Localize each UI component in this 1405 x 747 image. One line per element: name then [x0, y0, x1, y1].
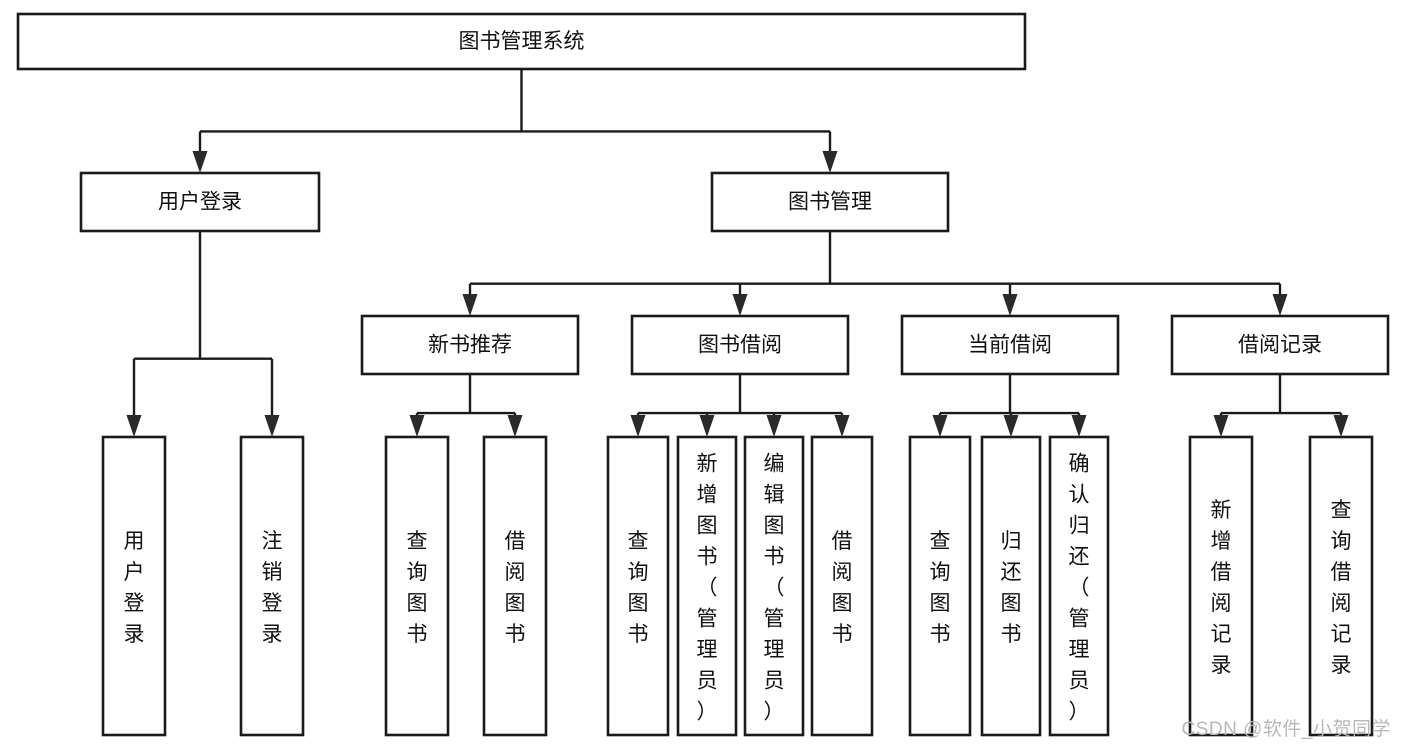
- node-box-leaf-borrow-book-1[interactable]: [482, 435, 548, 737]
- node-leaf-user-login[interactable]: 用户登录: [101, 435, 167, 737]
- node-new-book-recommend[interactable]: 新书推荐: [360, 314, 580, 376]
- node-box-user-login[interactable]: [79, 171, 321, 233]
- node-label-leaf-edit-book: 编辑图书（管理员）: [764, 453, 785, 724]
- node-label-leaf-user-login: 用户登录: [124, 530, 145, 646]
- node-book-borrow[interactable]: 图书借阅: [630, 314, 850, 376]
- node-box-leaf-return-book[interactable]: [980, 435, 1042, 737]
- node-label-leaf-query-book-3: 查询图书: [930, 530, 951, 646]
- node-box-new-book-recommend[interactable]: [360, 314, 580, 376]
- node-label-leaf-query-record: 查询借阅记录: [1331, 499, 1352, 677]
- node-box-leaf-query-record[interactable]: [1308, 435, 1374, 737]
- node-leaf-query-book-1[interactable]: 查询图书: [384, 435, 450, 737]
- node-label-leaf-query-book-2: 查询图书: [628, 530, 649, 646]
- node-box-leaf-confirm-return[interactable]: [1048, 435, 1110, 737]
- node-leaf-edit-book[interactable]: 编辑图书（管理员）: [743, 435, 805, 737]
- node-leaf-query-book-3[interactable]: 查询图书: [908, 435, 972, 737]
- node-leaf-add-book[interactable]: 新增图书（管理员）: [676, 435, 738, 737]
- node-box-leaf-query-book-1[interactable]: [384, 435, 450, 737]
- node-leaf-return-book[interactable]: 归还图书: [980, 435, 1042, 737]
- node-box-borrow-record[interactable]: [1170, 314, 1390, 376]
- node-box-book-manage[interactable]: [710, 171, 950, 233]
- node-leaf-confirm-return[interactable]: 确认归还（管理员）: [1048, 435, 1110, 737]
- edge-group-root: [192, 69, 838, 173]
- node-box-root[interactable]: [16, 12, 1027, 71]
- node-current-borrow[interactable]: 当前借阅: [900, 314, 1120, 376]
- node-book-manage[interactable]: 图书管理: [710, 171, 950, 233]
- edge-group-book-borrow: [630, 374, 850, 437]
- node-box-leaf-borrow-book-2[interactable]: [810, 435, 874, 737]
- node-box-leaf-query-book-2[interactable]: [606, 435, 670, 737]
- node-box-leaf-add-book[interactable]: [676, 435, 738, 737]
- node-leaf-borrow-book-2[interactable]: 借阅图书: [810, 435, 874, 737]
- node-label-root: 图书管理系统: [459, 30, 585, 53]
- edge-group-borrow-record: [1213, 374, 1349, 437]
- node-label-leaf-return-book: 归还图书: [1001, 530, 1022, 646]
- node-label-book-borrow: 图书借阅: [698, 334, 782, 357]
- node-leaf-borrow-book-1[interactable]: 借阅图书: [482, 435, 548, 737]
- node-label-leaf-confirm-return: 确认归还（管理员）: [1069, 453, 1090, 724]
- node-box-leaf-add-record[interactable]: [1188, 435, 1254, 737]
- node-leaf-query-record[interactable]: 查询借阅记录: [1308, 435, 1374, 737]
- node-label-borrow-record: 借阅记录: [1238, 334, 1322, 357]
- node-label-leaf-query-book-1: 查询图书: [407, 530, 428, 646]
- node-label-current-borrow: 当前借阅: [968, 334, 1052, 357]
- node-box-current-borrow[interactable]: [900, 314, 1120, 376]
- node-label-leaf-add-record: 新增借阅记录: [1211, 499, 1232, 677]
- edges-layer: [126, 69, 1349, 437]
- edge-group-user-login: [126, 231, 280, 437]
- node-leaf-add-record[interactable]: 新增借阅记录: [1188, 435, 1254, 737]
- node-label-leaf-borrow-book-2: 借阅图书: [832, 530, 853, 646]
- node-box-leaf-user-logout[interactable]: [239, 435, 305, 737]
- node-box-book-borrow[interactable]: [630, 314, 850, 376]
- edge-group-new-book-recommend: [409, 374, 523, 437]
- node-label-book-manage: 图书管理: [788, 191, 872, 214]
- node-label-user-login: 用户登录: [158, 191, 242, 214]
- node-root[interactable]: 图书管理系统: [16, 12, 1027, 71]
- edge-group-book-manage: [462, 231, 1288, 316]
- node-label-new-book-recommend: 新书推荐: [428, 334, 512, 357]
- node-label-leaf-borrow-book-1: 借阅图书: [505, 530, 526, 646]
- node-box-leaf-user-login[interactable]: [101, 435, 167, 737]
- node-box-leaf-query-book-3[interactable]: [908, 435, 972, 737]
- node-leaf-query-book-2[interactable]: 查询图书: [606, 435, 670, 737]
- node-leaf-user-logout[interactable]: 注销登录: [239, 435, 305, 737]
- watermark-text: CSDN @软件_小贺同学: [1181, 719, 1391, 740]
- edge-group-current-borrow: [932, 374, 1087, 437]
- node-borrow-record[interactable]: 借阅记录: [1170, 314, 1390, 376]
- node-box-leaf-edit-book[interactable]: [743, 435, 805, 737]
- node-label-leaf-add-book: 新增图书（管理员）: [697, 453, 718, 724]
- node-user-login[interactable]: 用户登录: [79, 171, 321, 233]
- nodes-layer: 图书管理系统用户登录图书管理新书推荐图书借阅当前借阅借阅记录用户登录注销登录查询…: [16, 12, 1390, 737]
- node-label-leaf-user-logout: 注销登录: [262, 530, 283, 646]
